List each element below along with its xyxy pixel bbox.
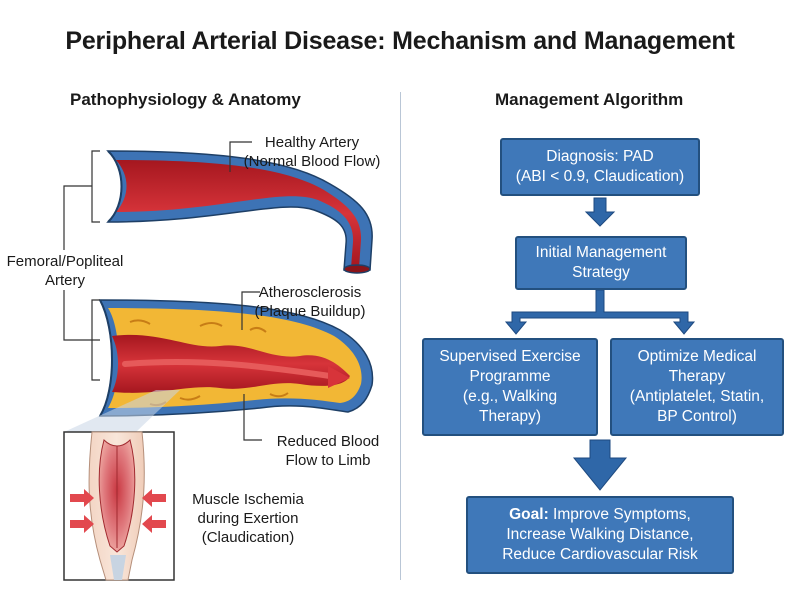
diagnosis-line2: (ABI < 0.9, Claudication) — [515, 168, 685, 185]
left-section-heading: Pathophysiology & Anatomy — [70, 90, 301, 109]
initial-line2: Strategy — [572, 264, 630, 281]
goal-line1: Goal: Improve Symptoms, — [509, 505, 691, 525]
flowchart-arrows — [504, 197, 696, 491]
goal-box: Goal: Improve Symptoms, Increase Walking… — [466, 496, 734, 574]
healthy-artery-illustration — [106, 150, 373, 274]
exercise-line4: Therapy) — [478, 408, 542, 425]
medical-line2: Therapy — [668, 368, 726, 385]
medical-line1: Optimize Medical — [637, 348, 757, 365]
magnify-wedge — [64, 390, 180, 432]
goal-line1-text: Improve Symptoms, — [548, 506, 691, 523]
exercise-line1: Supervised Exercise — [439, 348, 581, 365]
leg-inset — [63, 431, 175, 581]
diagnosis-line1: Diagnosis: PAD — [546, 148, 654, 165]
exercise-line3: (e.g., Walking — [462, 388, 558, 405]
reduced-flow-label-line1: Reduced Blood — [276, 433, 380, 450]
atherosclerotic-artery-illustration — [98, 299, 374, 417]
exercise-programme-box: Supervised Exercise Programme (e.g., Wal… — [422, 338, 598, 436]
atherosclerosis-label: Atherosclerosis (Plaque Buildup) — [240, 283, 380, 321]
healthy-artery-label: Healthy Artery (Normal Blood Flow) — [222, 133, 402, 171]
initial-line1: Initial Management — [535, 244, 667, 261]
medical-therapy-box: Optimize Medical Therapy (Antiplatelet, … — [610, 338, 784, 436]
artery-label-line2: Artery — [44, 272, 85, 289]
reduced-flow-label: Reduced Blood Flow to Limb — [258, 432, 398, 470]
right-section-heading: Management Algorithm — [495, 90, 684, 109]
diagnosis-box: Diagnosis: PAD (ABI < 0.9, Claudication) — [500, 138, 700, 196]
goal-line3: Reduce Cardiovascular Risk — [502, 546, 698, 563]
healthy-artery-label-line2: (Normal Blood Flow) — [243, 153, 381, 170]
ischemia-label-line1: Muscle Ischemia — [192, 491, 304, 508]
ischemia-arrows — [70, 489, 166, 533]
exercise-line2: Programme — [469, 368, 551, 385]
section-divider — [400, 92, 401, 580]
goal-line2: Increase Walking Distance, — [506, 526, 694, 543]
page-title: Peripheral Arterial Disease: Mechanism a… — [65, 27, 735, 55]
healthy-artery-label-line1: Healthy Artery — [264, 134, 360, 151]
artery-label-line1: Femoral/Popliteal — [6, 253, 124, 270]
initial-management-box: Initial Management Strategy — [515, 236, 687, 290]
medical-line4: BP Control) — [657, 408, 737, 425]
atherosclerosis-label-line2: (Plaque Buildup) — [254, 303, 366, 320]
muscle-ischemia-label: Muscle Ischemia during Exertion (Claudic… — [178, 490, 318, 547]
ischemia-label-line3: (Claudication) — [201, 529, 295, 546]
label-leader-lines — [229, 141, 262, 441]
ischemia-label-line2: during Exertion — [197, 510, 299, 527]
medical-line3: (Antiplatelet, Statin, — [629, 388, 765, 405]
artery-bracket-lines — [63, 150, 100, 381]
reduced-flow-label-line2: Flow to Limb — [285, 452, 371, 469]
atherosclerosis-label-line1: Atherosclerosis — [258, 284, 362, 301]
femoral-popliteal-artery-label: Femoral/Popliteal Artery — [0, 252, 130, 290]
goal-prefix: Goal: — [509, 506, 549, 523]
